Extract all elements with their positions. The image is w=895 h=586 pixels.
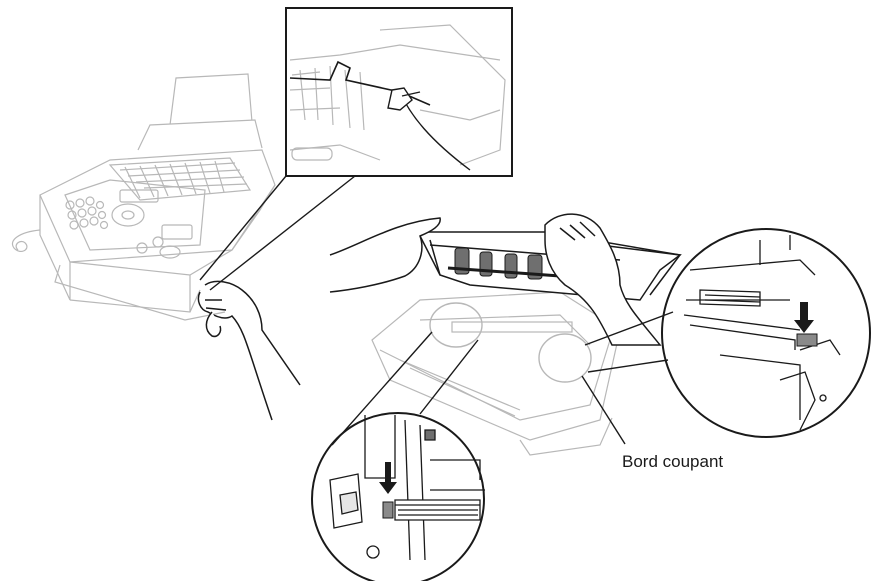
open-machine-interior	[371, 291, 621, 456]
left-circle-leaders	[331, 302, 483, 446]
fax-machine	[11, 73, 276, 321]
top-inset-detail	[285, 7, 513, 177]
down-arrow-icon	[379, 462, 397, 494]
down-arrow-icon-right	[794, 302, 814, 333]
cutting-edge-label: Bord coupant	[622, 452, 724, 471]
left-circle-detail	[311, 412, 485, 586]
top-inset-leader-left	[199, 175, 287, 281]
left-hand	[197, 280, 301, 421]
center-hands	[329, 213, 662, 346]
right-circle-leaders	[538, 311, 674, 445]
top-inset-leader-right	[209, 175, 356, 291]
right-circle-detail	[661, 228, 871, 438]
